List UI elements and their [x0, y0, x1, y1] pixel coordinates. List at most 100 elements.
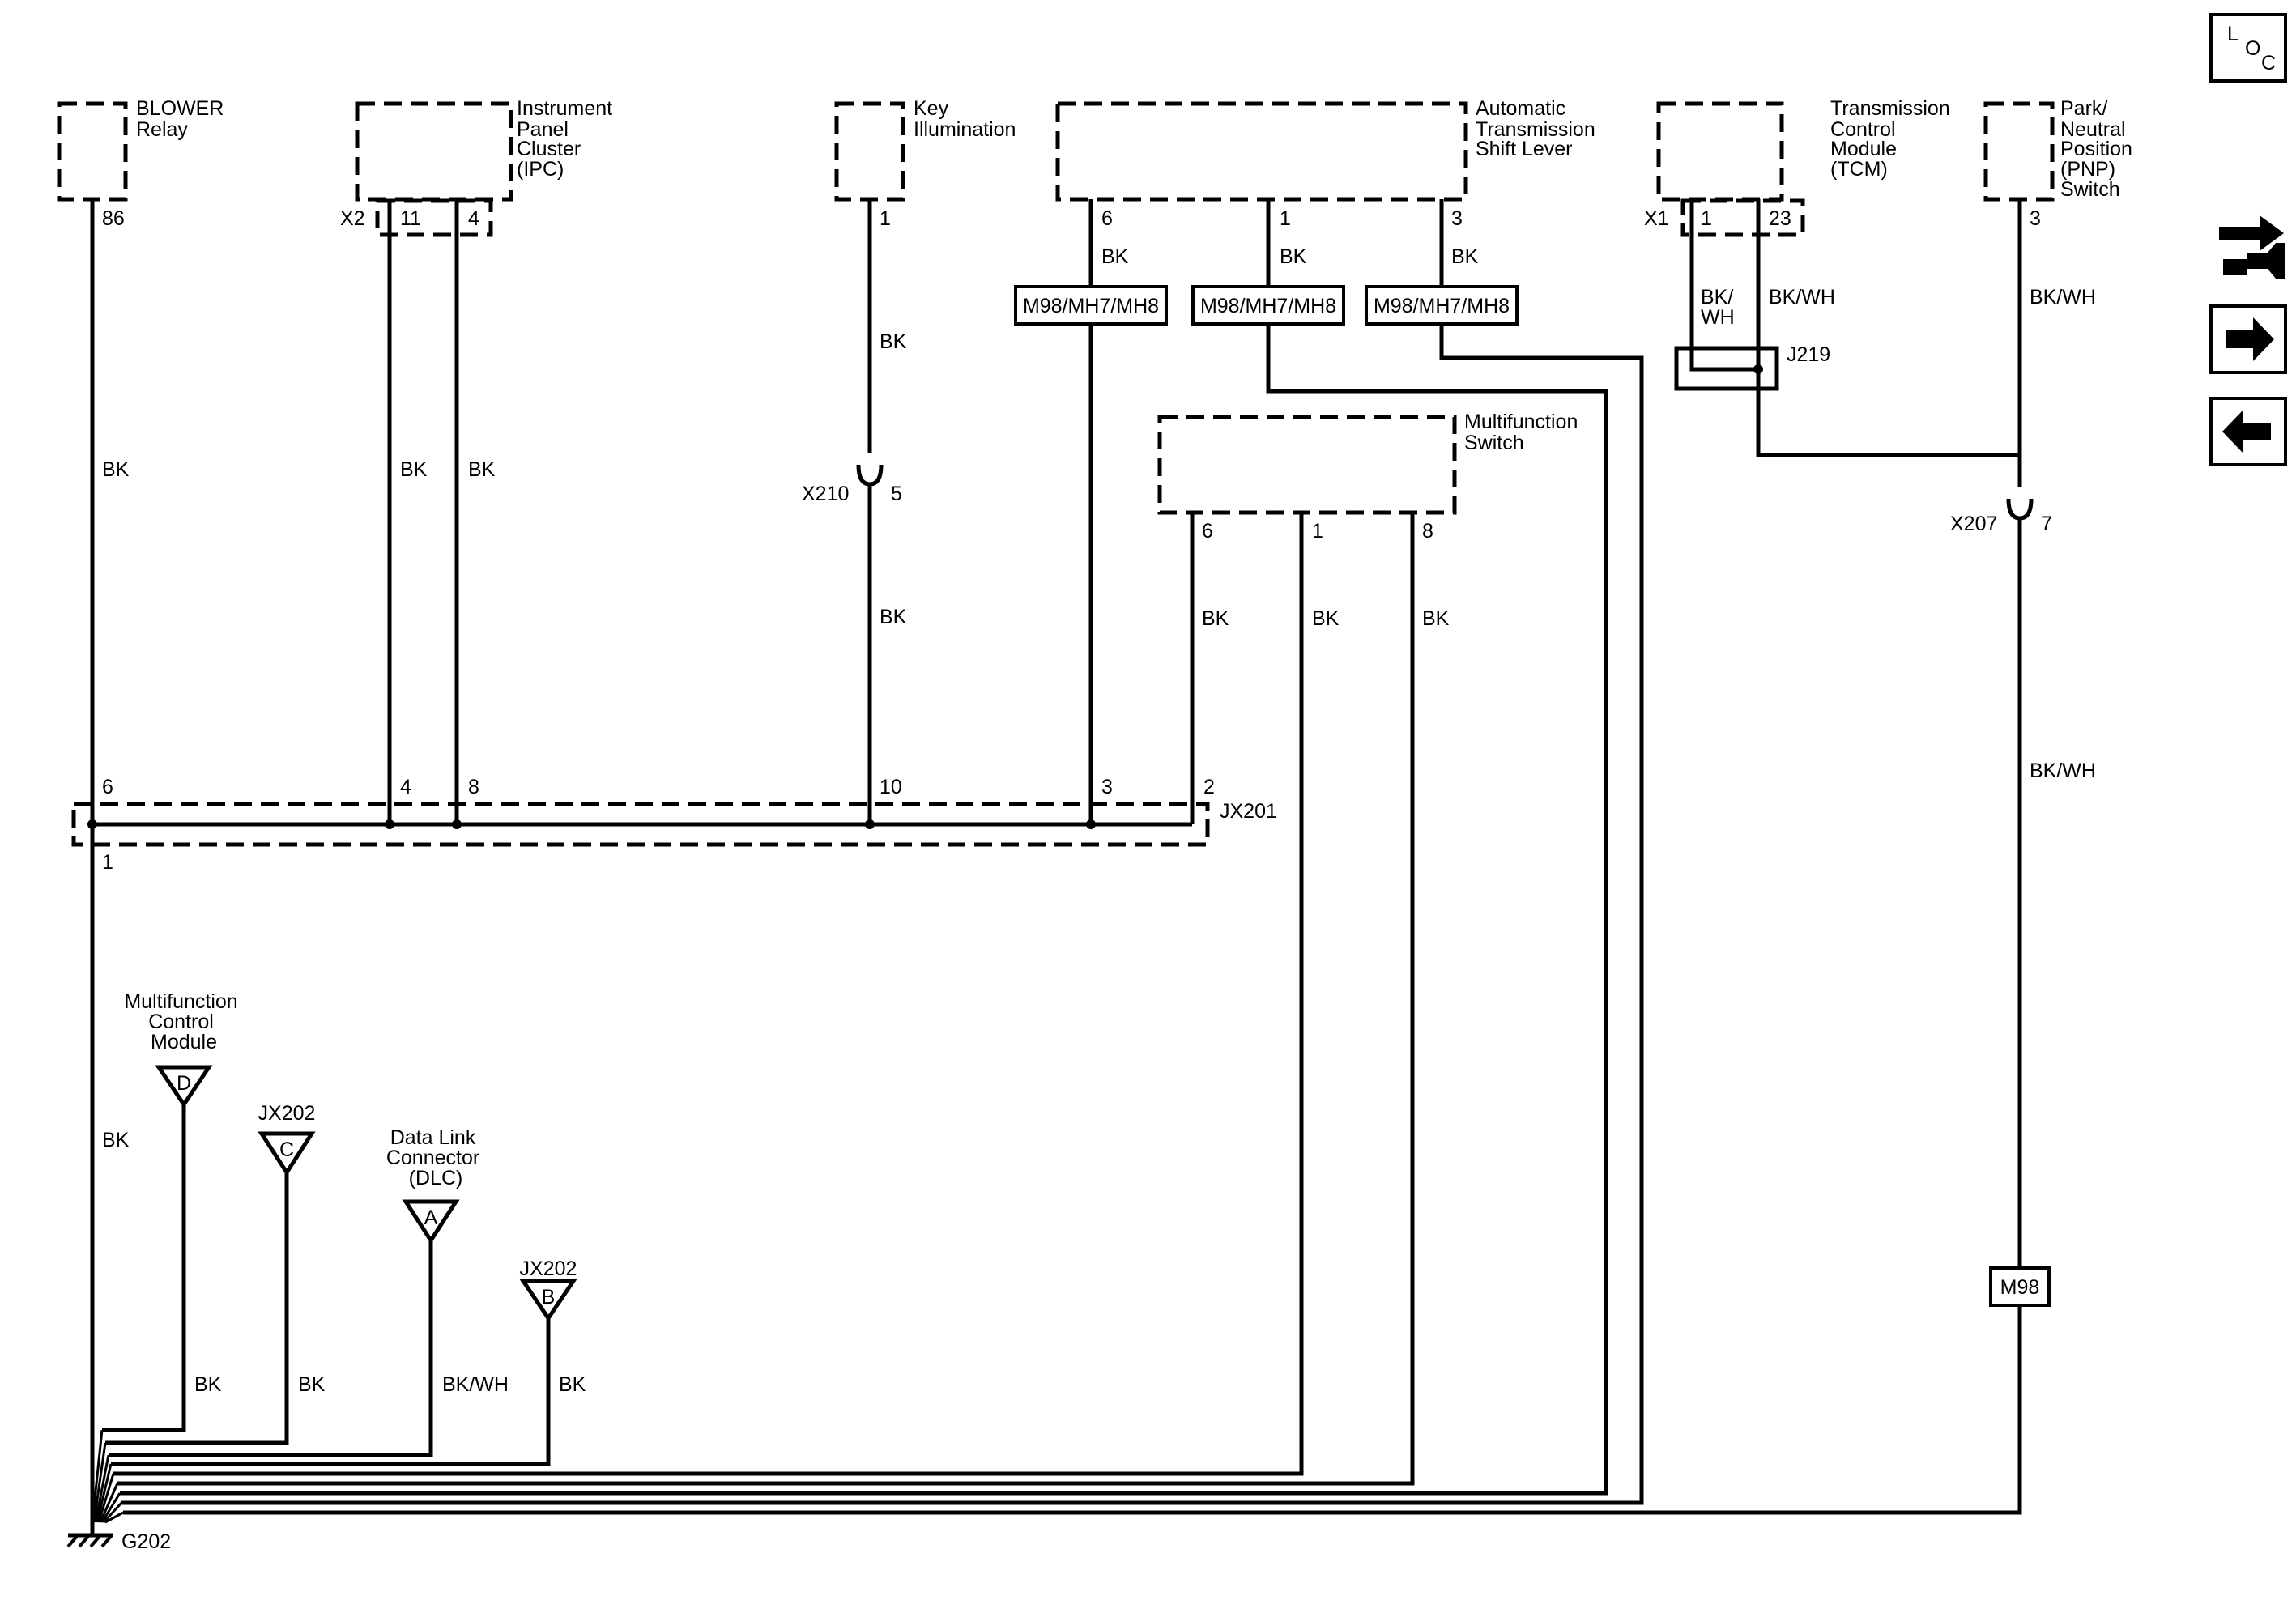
ref-letter-a: A — [424, 1206, 438, 1229]
svg-text:BK: BK — [1451, 245, 1479, 268]
option-label-shift-a: M98/MH7/MH8 — [1023, 295, 1159, 317]
svg-text:3: 3 — [1101, 776, 1113, 798]
ground-symbol — [66, 1429, 124, 1548]
svg-text:BK: BK — [1312, 607, 1340, 630]
svg-text:JX201: JX201 — [1220, 800, 1277, 823]
x210-inline-connector — [856, 464, 884, 487]
svg-text:X207: X207 — [1950, 513, 1997, 535]
svg-text:23: 23 — [1769, 207, 1791, 230]
svg-text:BK/WH: BK/WH — [2030, 760, 2096, 782]
svg-text:1: 1 — [1701, 207, 1712, 230]
svg-text:4: 4 — [468, 207, 479, 230]
wires — [90, 199, 2022, 1522]
svg-text:BK: BK — [194, 1373, 222, 1396]
svg-text:BK: BK — [298, 1373, 326, 1396]
option-box-shift-b — [1191, 285, 1345, 326]
svg-text:10: 10 — [880, 776, 902, 798]
loc-letter-o: O — [2245, 37, 2260, 60]
svg-text:11: 11 — [400, 207, 421, 230]
pnp-switch-box — [1983, 101, 2055, 202]
option-box-shift-c — [1365, 285, 1519, 326]
svg-text:6: 6 — [102, 776, 113, 798]
svg-text:4: 4 — [400, 776, 411, 798]
jx201-splice-dots — [87, 364, 1763, 829]
svg-text:BK: BK — [1101, 245, 1129, 268]
arrow-right-button[interactable] — [2209, 304, 2287, 374]
svg-text:BK: BK — [1422, 607, 1450, 630]
svg-text:86: 86 — [102, 207, 125, 230]
loc-letter-c: C — [2261, 52, 2276, 74]
arrow-left-button[interactable] — [2209, 397, 2287, 466]
ref-triangle-b[interactable]: B — [519, 1279, 577, 1322]
svg-text:G202: G202 — [121, 1530, 171, 1553]
ref-label-b: JX202 — [520, 1257, 577, 1280]
svg-text:BK: BK — [880, 606, 907, 628]
svg-text:1: 1 — [1312, 520, 1323, 543]
pin-labels: 86 X2 11 4 1 6 1 3 X1 1 23 3 5 7 6 1 8 6… — [102, 207, 2052, 874]
svg-text:7: 7 — [2041, 513, 2052, 535]
option-label-shift-c: M98/MH7/MH8 — [1374, 295, 1510, 317]
svg-text:1: 1 — [1280, 207, 1291, 230]
shift-lever-box — [1055, 101, 1468, 202]
ref-label-a: Data Link Connector (DLC) — [386, 1126, 485, 1189]
svg-text:BK: BK — [880, 330, 907, 353]
option-box-shift-a — [1014, 285, 1168, 326]
svg-text:1: 1 — [102, 851, 113, 874]
svg-text:3: 3 — [2030, 207, 2041, 230]
ipc-label: Instrument Panel Cluster (IPC) — [517, 97, 618, 181]
blower-relay-label: BLOWER Relay — [136, 97, 229, 141]
svg-text:BK: BK — [400, 458, 428, 481]
key-illumination-box — [834, 101, 905, 202]
svg-text:8: 8 — [1422, 520, 1433, 543]
multifunction-switch-box — [1157, 415, 1457, 515]
svg-text:2: 2 — [1203, 776, 1215, 798]
tcm-x1-connector — [1680, 198, 1805, 237]
ref-triangle-d[interactable]: D — [155, 1065, 213, 1108]
svg-text:X210: X210 — [802, 483, 849, 505]
ref-triangle-a[interactable]: A — [402, 1199, 460, 1245]
x207-inline-connector — [2006, 498, 2034, 521]
ref-label-c: JX202 — [258, 1102, 316, 1125]
arrow-right-icon — [2226, 317, 2274, 361]
svg-text:X1: X1 — [1644, 207, 1669, 230]
option-box-pnp — [1989, 1266, 2051, 1307]
svg-text:BK: BK — [102, 1129, 130, 1151]
svg-text:BK: BK — [1280, 245, 1307, 268]
svg-text:3: 3 — [1451, 207, 1463, 230]
ipc-x2-connector — [375, 198, 493, 237]
svg-text:BK: BK — [1202, 607, 1229, 630]
svg-text:5: 5 — [891, 483, 902, 505]
option-label-pnp: M98 — [2000, 1276, 2040, 1299]
svg-text:6: 6 — [1101, 207, 1113, 230]
key-illumination-label: Key Illumination — [914, 97, 1016, 141]
j219-splice-pack — [1674, 346, 1779, 391]
loc-letter-l: L — [2227, 23, 2238, 45]
ipc-box — [355, 101, 513, 202]
arrow-left-icon — [2222, 410, 2271, 453]
wire-color-labels: BK BK BK BK BK BK BK BK BK BK BK BK/ WH … — [102, 245, 2096, 1396]
shift-lever-label: Automatic Transmission Shift Lever — [1476, 97, 1601, 160]
multifunction-switch-label: Multifunction Switch — [1464, 411, 1583, 454]
ref-letter-d: D — [177, 1072, 191, 1095]
svg-text:BK/WH: BK/WH — [1769, 286, 1835, 309]
tcm-box — [1656, 101, 1784, 202]
svg-text:BK/WH: BK/WH — [442, 1373, 509, 1396]
blower-relay-box — [57, 101, 128, 202]
jx201-block — [71, 802, 1210, 847]
svg-text:6: 6 — [1202, 520, 1213, 543]
svg-text:WH: WH — [1701, 306, 1735, 329]
ref-triangle-c[interactable]: C — [258, 1131, 316, 1177]
svg-text:BK: BK — [559, 1373, 586, 1396]
tcm-label: Transmission Control Module (TCM) — [1830, 97, 1956, 181]
pnp-label: Park/ Neutral Position (PNP) Switch — [2060, 97, 2138, 201]
ref-letter-c: C — [279, 1138, 294, 1161]
ref-letter-b: B — [542, 1286, 556, 1308]
svg-text:8: 8 — [468, 776, 479, 798]
svg-text:BK: BK — [102, 458, 130, 481]
ref-label-d: Multifunction Control Module — [124, 990, 243, 1053]
connector-wrench-icon[interactable] — [2219, 215, 2285, 279]
option-label-shift-b: M98/MH7/MH8 — [1200, 295, 1336, 317]
loc-button[interactable]: L O C — [2209, 13, 2287, 83]
svg-text:J219: J219 — [1787, 343, 1830, 366]
